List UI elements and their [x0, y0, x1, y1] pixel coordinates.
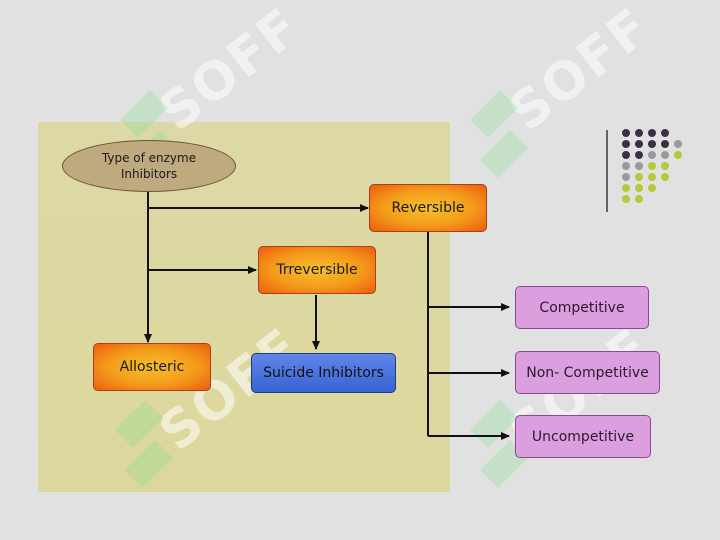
decor-dot — [635, 173, 643, 181]
decor-dot — [661, 173, 669, 181]
decor-dot — [648, 129, 656, 137]
node-reversible: Reversible — [369, 184, 487, 232]
decor-dot — [648, 173, 656, 181]
decor-dot — [622, 129, 630, 137]
decor-dot — [635, 151, 643, 159]
decor-dot — [622, 140, 630, 148]
decor-dot — [648, 162, 656, 170]
node-uncompetitive: Uncompetitive — [515, 415, 651, 458]
decor-dot — [635, 140, 643, 148]
node-irreversible: Trreversible — [258, 246, 376, 294]
decor-dot — [622, 151, 630, 159]
decor-dot — [622, 162, 630, 170]
decor-dot — [661, 140, 669, 148]
decor-dot — [622, 173, 630, 181]
decor-dot — [648, 140, 656, 148]
decor-dot — [674, 140, 682, 148]
decor-dot — [622, 195, 630, 203]
decor-dot — [648, 151, 656, 159]
node-non-competitive: Non- Competitive — [515, 351, 660, 394]
decor-dot — [635, 162, 643, 170]
decor-dot — [635, 184, 643, 192]
decor-dot — [635, 195, 643, 203]
node-suicide-inhibitors: Suicide Inhibitors — [251, 353, 396, 393]
decor-dot — [674, 151, 682, 159]
node-allosteric: Allosteric — [93, 343, 211, 391]
decor-dot — [622, 184, 630, 192]
decor-dot — [661, 151, 669, 159]
decor-dot — [648, 184, 656, 192]
decor-dot — [661, 162, 669, 170]
root-ellipse-enzyme-inhibitors: Type of enzyme Inhibitors — [62, 140, 236, 192]
root-label-line2: Inhibitors — [120, 167, 178, 181]
decor-dot — [661, 129, 669, 137]
decor-dot — [635, 129, 643, 137]
node-competitive: Competitive — [515, 286, 649, 329]
root-label-line1: Type of enzyme — [101, 151, 197, 165]
